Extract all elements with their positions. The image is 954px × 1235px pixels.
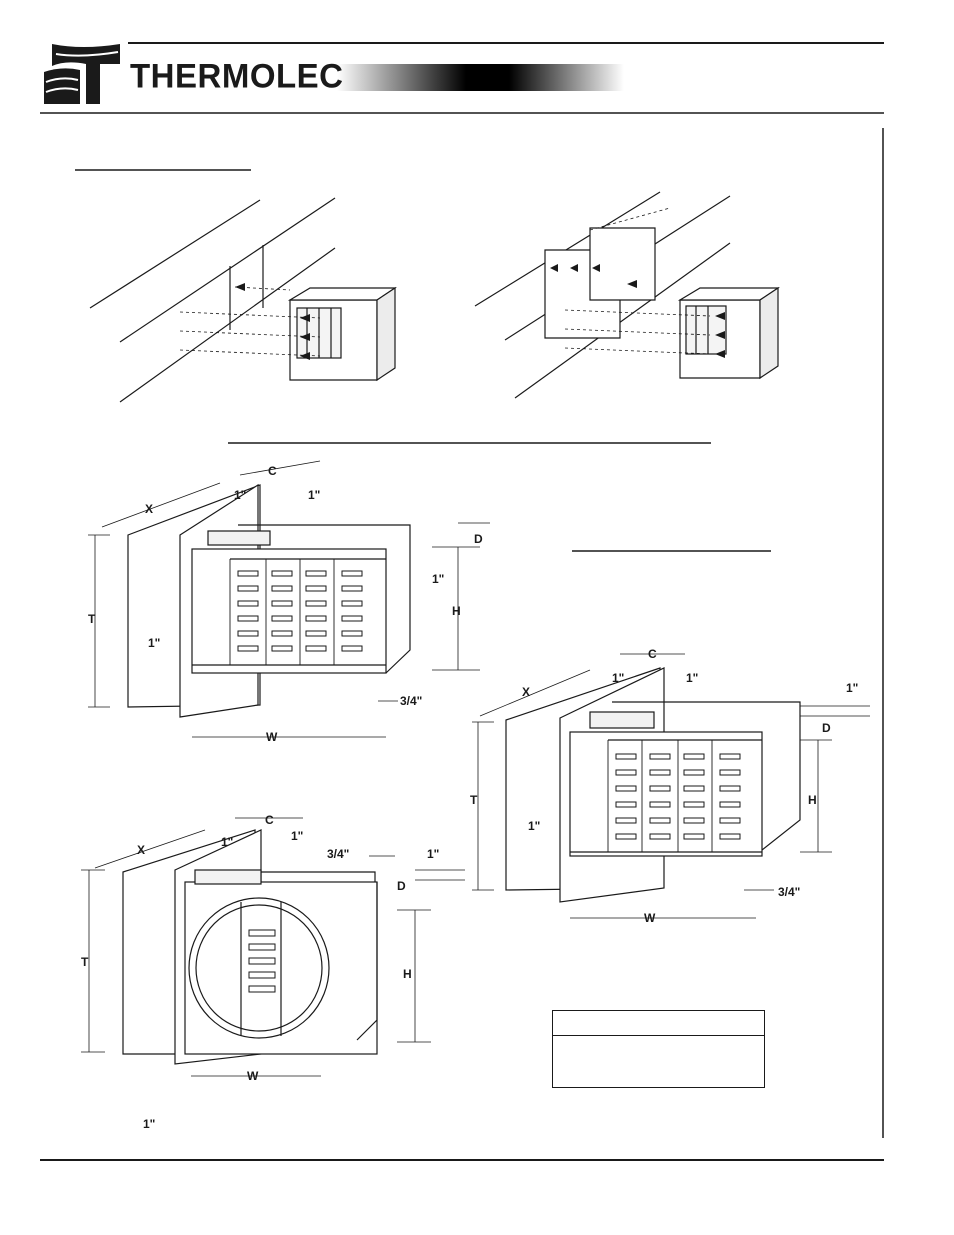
dim-one-inch-label: 1"	[308, 488, 320, 502]
dim-w-label: W	[266, 730, 278, 744]
note-box	[552, 1010, 765, 1088]
dim-x-label: X	[522, 685, 530, 699]
dim-one-inch-label: 1"	[427, 847, 439, 861]
note-box-header-rule	[553, 1035, 764, 1036]
dim-three-quarter-label: 3/4"	[327, 847, 349, 861]
dim-x-label: X	[137, 843, 145, 857]
dim-w-label: W	[247, 1069, 259, 1083]
installation-diagram-flanged	[474, 191, 780, 399]
dim-h-label: H	[452, 604, 461, 618]
dim-one-inch-label: 1"	[221, 835, 233, 849]
dim-t-label: T	[81, 955, 89, 969]
footer-rule	[40, 1159, 884, 1161]
dim-three-quarter-label: 3/4"	[400, 694, 422, 708]
dim-d-label: D	[397, 879, 406, 893]
dimension-diagram-open-coil: X T C 1" 1" D 1" H 1" 3/4" W	[88, 460, 490, 744]
dim-c-label: C	[265, 813, 274, 827]
dim-one-inch-label: 1"	[612, 671, 624, 685]
dim-c-label: C	[648, 647, 657, 661]
dim-one-inch-label: 1"	[846, 681, 858, 695]
dimension-diagram-slip-in-heater: X T C 1" 1" 1" D H 1" 3/4" W	[470, 647, 870, 925]
dim-one-inch-label: 1"	[291, 829, 303, 843]
section-heading-rules	[75, 169, 771, 552]
right-margin-rule	[882, 128, 884, 1138]
dim-d-label: D	[474, 532, 483, 546]
dim-h-label: H	[808, 793, 817, 807]
dim-t-label: T	[88, 612, 96, 626]
dim-h-label: H	[403, 967, 412, 981]
header-gradient-bar	[337, 64, 624, 91]
dim-three-quarter-label: 3/4"	[778, 885, 800, 899]
dim-x-label: X	[145, 502, 153, 516]
dim-t-label: T	[470, 793, 478, 807]
dim-c-label: C	[268, 464, 277, 478]
header-rules	[40, 42, 884, 114]
dim-one-inch-label: 1"	[148, 636, 160, 650]
dim-one-inch-label: 1"	[686, 671, 698, 685]
dim-one-inch-label: 1"	[234, 488, 246, 502]
dim-one-inch-label: 1"	[528, 819, 540, 833]
installation-diagram-slip-in	[89, 197, 397, 403]
dim-one-inch-label: 1"	[432, 572, 444, 586]
thermolec-logo-icon	[44, 44, 120, 104]
dimension-diagram-round-duct: X T C 1" 1" 3/4" 1" D H W 1"	[81, 813, 465, 1131]
dim-one-inch-label: 1"	[143, 1117, 155, 1131]
dim-w-label: W	[644, 911, 656, 925]
dim-d-label: D	[822, 721, 831, 735]
brand-name: THERMOLEC	[130, 56, 344, 95]
